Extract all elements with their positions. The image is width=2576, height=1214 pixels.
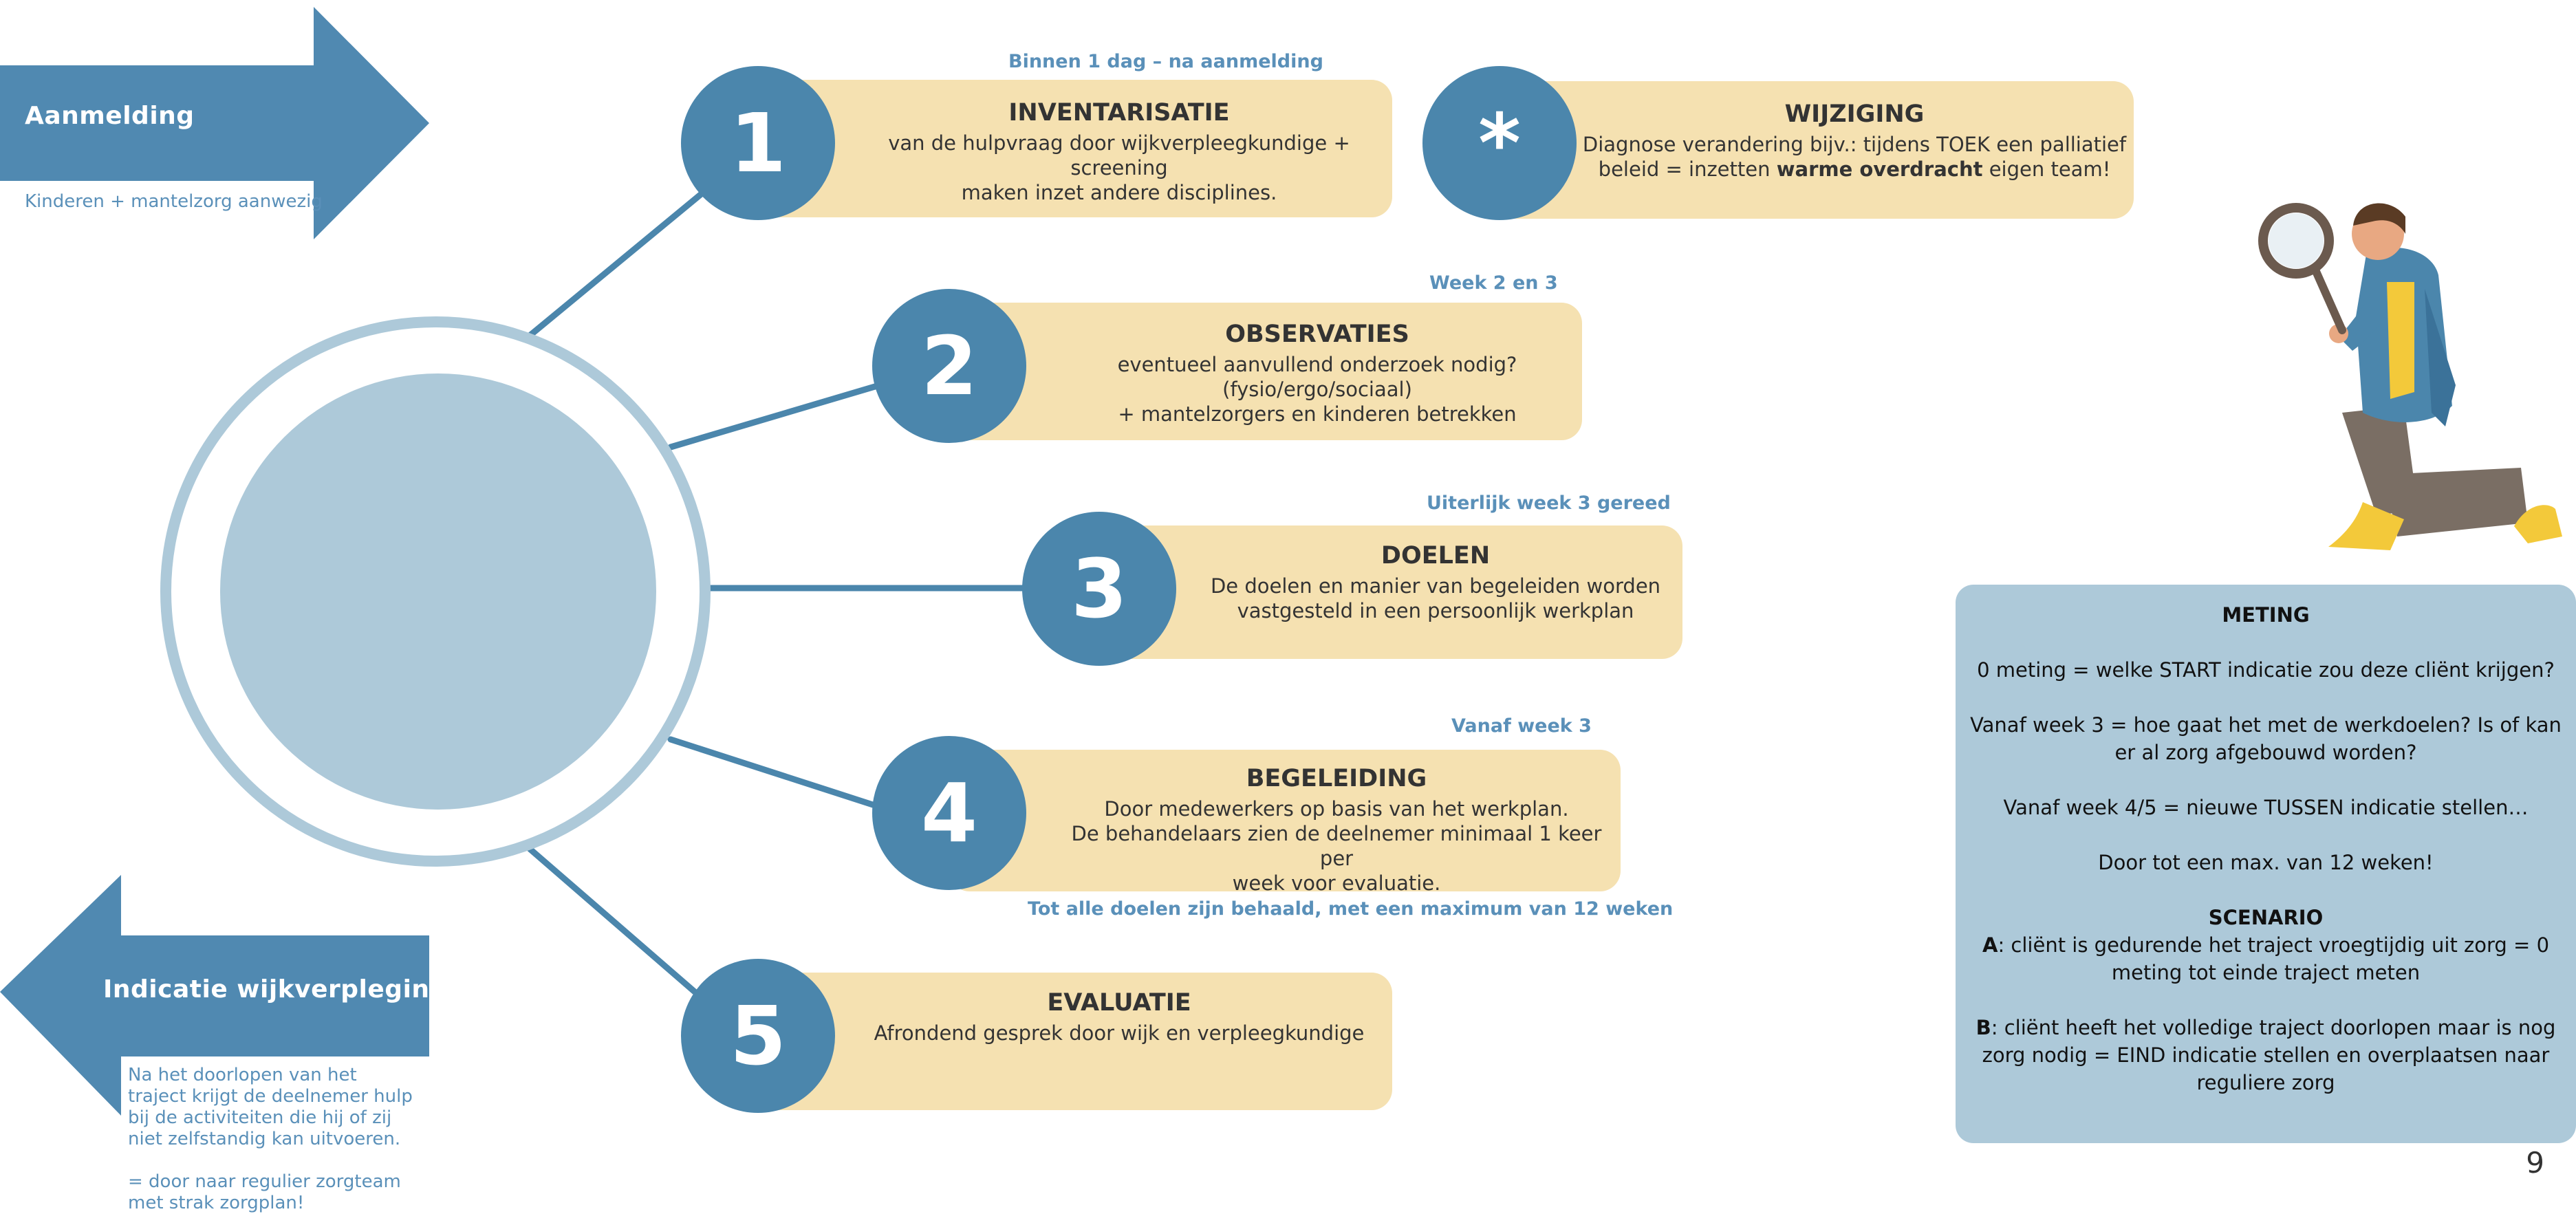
step-2-number: 2 — [872, 289, 1026, 443]
wijziging-line-2-post: eigen team! — [1982, 158, 2111, 181]
scenario-b: B: cliënt heeft het volledige traject do… — [1969, 1014, 2562, 1096]
step-1-card: INVENTARISATIE van de hulpvraag door wij… — [757, 80, 1392, 217]
step-1-number: 1 — [681, 66, 835, 220]
step-3-line-1: De doelen en manier van begeleiden worde… — [1210, 574, 1661, 598]
wijziging-asterisk: * — [1422, 66, 1577, 220]
step-1-line-2: maken inzet andere disciplines. — [961, 181, 1277, 204]
indicatie-text: Na het doorlopen van het traject krijgt … — [128, 1065, 417, 1214]
central-circle — [220, 373, 656, 810]
indicatie-text-1: Na het doorlopen van het traject krijgt … — [128, 1065, 413, 1149]
step-5-line-1: Afrondend gesprek door wijk en verpleegk… — [874, 1021, 1365, 1045]
wijziging-line-2: beleid = inzetten warme overdracht eigen… — [1575, 157, 2134, 182]
step-3-title: DOELEN — [1381, 542, 1491, 570]
scenario-b-text: : cliënt heeft het volledige traject doo… — [1982, 1016, 2556, 1094]
step-5-title: EVALUATIE — [1047, 989, 1191, 1017]
step-1-title: INVENTARISATIE — [1008, 99, 1230, 127]
step-4-timing: Vanaf week 3 — [1451, 715, 1592, 737]
meting-box: METING 0 meting = welke START indicatie … — [1956, 585, 2576, 1143]
step-1-line-1: van de hulpvraag door wijkverpleegkundig… — [888, 131, 1350, 180]
meting-p1: 0 meting = welke START indicatie zou dez… — [1977, 658, 2555, 682]
step-4-title: BEGELEIDING — [1246, 765, 1427, 792]
step-2-line-2: (fysio/ergo/sociaal) — [1222, 378, 1412, 401]
aanmelding-subtitle: Kinderen + mantelzorg aanwezig — [25, 191, 323, 212]
connector-line-4 — [667, 736, 878, 809]
step-4-number: 4 — [872, 736, 1026, 890]
step-4-card: BEGELEIDING Door medewerkers op basis va… — [949, 750, 1621, 895]
wijziging-card: WIJZIGING Diagnose verandering bijv.: ti… — [1493, 81, 2134, 219]
wijziging-line-2-bold: warme overdracht — [1776, 158, 1983, 181]
scenario-b-label: B — [1976, 1016, 1991, 1039]
step-1-timing: Binnen 1 dag – na aanmelding — [1008, 51, 1323, 72]
scenario-title: SCENARIO — [2208, 906, 2324, 929]
step-4-line-3: week voor evaluatie. — [1232, 871, 1441, 895]
indicatie-title: Indicatie wijkverpleging — [103, 975, 448, 1004]
meting-p2: Vanaf week 3 = hoe gaat het met de werkd… — [1970, 713, 2562, 764]
step-3-number: 3 — [1022, 512, 1176, 666]
step-5-number: 5 — [681, 959, 835, 1113]
aanmelding-title: Aanmelding — [25, 102, 195, 130]
indicatie-text-2: = door naar regulier zorgteam met strak … — [128, 1171, 401, 1213]
meting-title: METING — [2222, 603, 2310, 627]
step-3-card: DOELEN De doelen en manier van begeleide… — [1099, 525, 1682, 659]
step-3-timing: Uiterlijk week 3 gereed — [1427, 492, 1671, 514]
wijziging-line-1: Diagnose verandering bijv.: tijdens TOEK… — [1582, 133, 2127, 156]
step-3-line-2: vastgesteld in een persoonlijk werkplan — [1237, 599, 1634, 622]
connector-line-2 — [667, 383, 878, 451]
step-2-card: OBSERVATIES eventueel aanvullend onderzo… — [949, 303, 1582, 440]
step-2-line-3: + mantelzorgers en kinderen betrekken — [1118, 402, 1517, 426]
detective-illustration — [2258, 203, 2562, 550]
step-2-title: OBSERVATIES — [1225, 321, 1409, 348]
meting-p4: Door tot een max. van 12 weken! — [2098, 851, 2434, 874]
meting-p3: Vanaf week 4/5 = nieuwe TUSSEN indicatie… — [2003, 796, 2529, 819]
wijziging-title: WIJZIGING — [1784, 100, 1925, 128]
step-2-line-1: eventueel aanvullend onderzoek nodig? — [1117, 353, 1517, 376]
connector-line-5 — [526, 845, 698, 995]
step-4-line-2: De behandelaars zien de deelnemer minima… — [1071, 822, 1602, 870]
step-4-timing-below: Tot alle doelen zijn behaald, met een ma… — [1028, 898, 1674, 920]
scenario-a-text: : cliënt is gedurende het traject vroegt… — [1998, 933, 2550, 984]
wijziging-line-2-pre: beleid = inzetten — [1598, 158, 1777, 181]
scenario-a-label: A — [1982, 933, 1998, 957]
step-4-line-1: Door medewerkers op basis van het werkpl… — [1104, 797, 1569, 821]
scenario-a: A: cliënt is gedurende het traject vroeg… — [1969, 931, 2562, 986]
connector-line-1 — [526, 189, 706, 339]
step-5-card: EVALUATIE Afrondend gesprek door wijk en… — [757, 973, 1392, 1110]
page-number: 9 — [2526, 1146, 2544, 1180]
step-2-timing: Week 2 en 3 — [1429, 272, 1558, 294]
